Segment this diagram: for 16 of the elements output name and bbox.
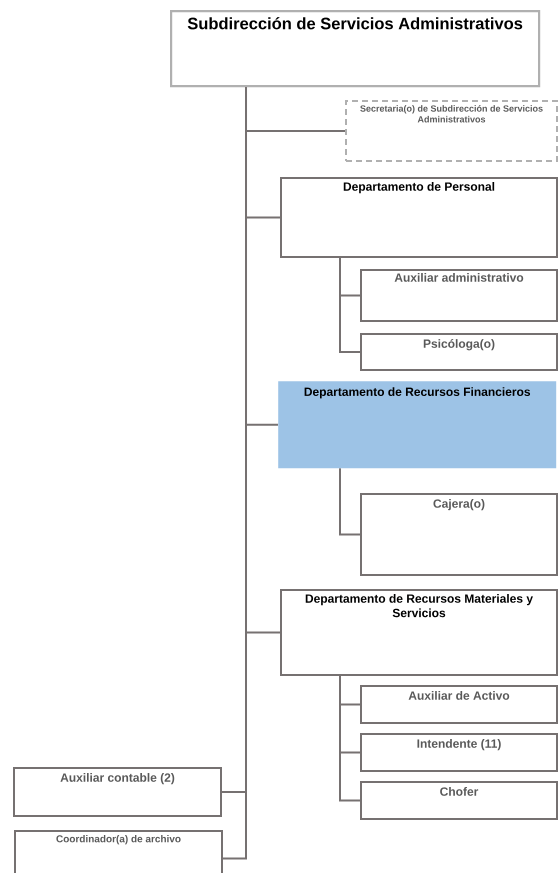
position-box: Auxiliar de Activo xyxy=(360,685,558,724)
position-box: Auxiliar contable (2) xyxy=(13,767,222,817)
position-box: Chofer xyxy=(360,781,558,820)
title-box: Subdirección de Servicios Administrativos xyxy=(170,10,540,88)
department-box: Departamento de Personal xyxy=(280,177,558,258)
connector-line xyxy=(339,468,360,536)
department-box: Departamento de Recursos Materiales y Servicios xyxy=(280,589,558,676)
position-box: Cajera(o) xyxy=(360,493,558,576)
assistant-box: Secretaria(o) de Subdirección de Servicios Administrativos xyxy=(345,100,558,162)
position-box: Auxiliar administrativo xyxy=(360,269,558,322)
position-box: Psicóloga(o) xyxy=(360,333,558,371)
connector-line xyxy=(339,258,360,353)
department-box: Departamento de Recursos Financieros xyxy=(278,381,556,468)
connector-line xyxy=(339,676,360,802)
position-box: Coordinador(a) de archivo xyxy=(14,830,223,873)
position-box: Intendente (11) xyxy=(360,733,558,772)
